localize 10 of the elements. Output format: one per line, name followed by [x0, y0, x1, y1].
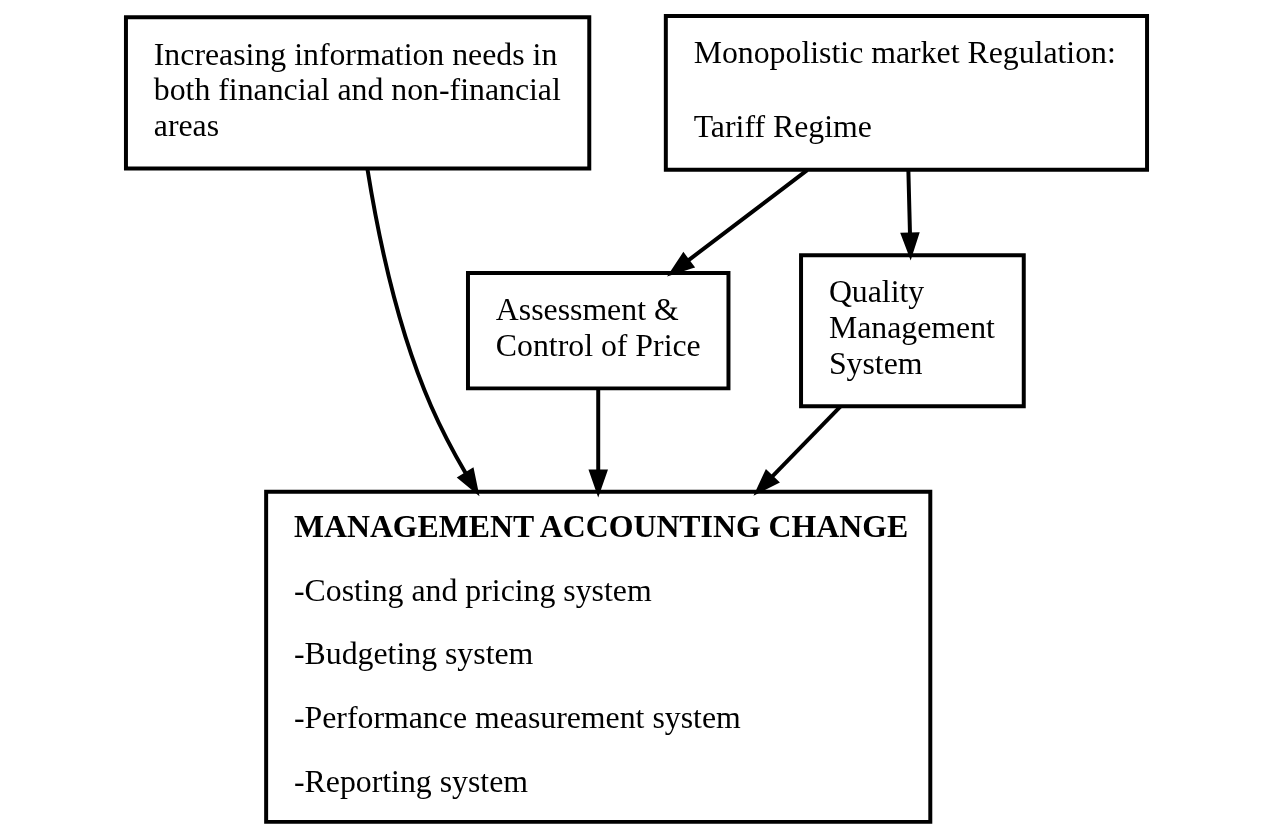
node-box: Monopolistic market Regulation: Tariff Regime: [663, 13, 1149, 172]
arrow: [899, 170, 920, 261]
node-box: Assessment & Control of Price: [465, 271, 730, 391]
arrow: [666, 168, 808, 277]
node-box: Quality Management System: [798, 253, 1026, 409]
arrow: [752, 405, 842, 496]
arrow: [587, 388, 608, 498]
arrow: [364, 168, 479, 497]
node-box: MANAGEMENT ACCOUNTING CHANGE -Costing and pricing system -Budgeting system -Performance measurement system -Reporting system: [263, 489, 932, 824]
node-box: Increasing information needs in both financial and non-financial areas: [123, 15, 591, 171]
